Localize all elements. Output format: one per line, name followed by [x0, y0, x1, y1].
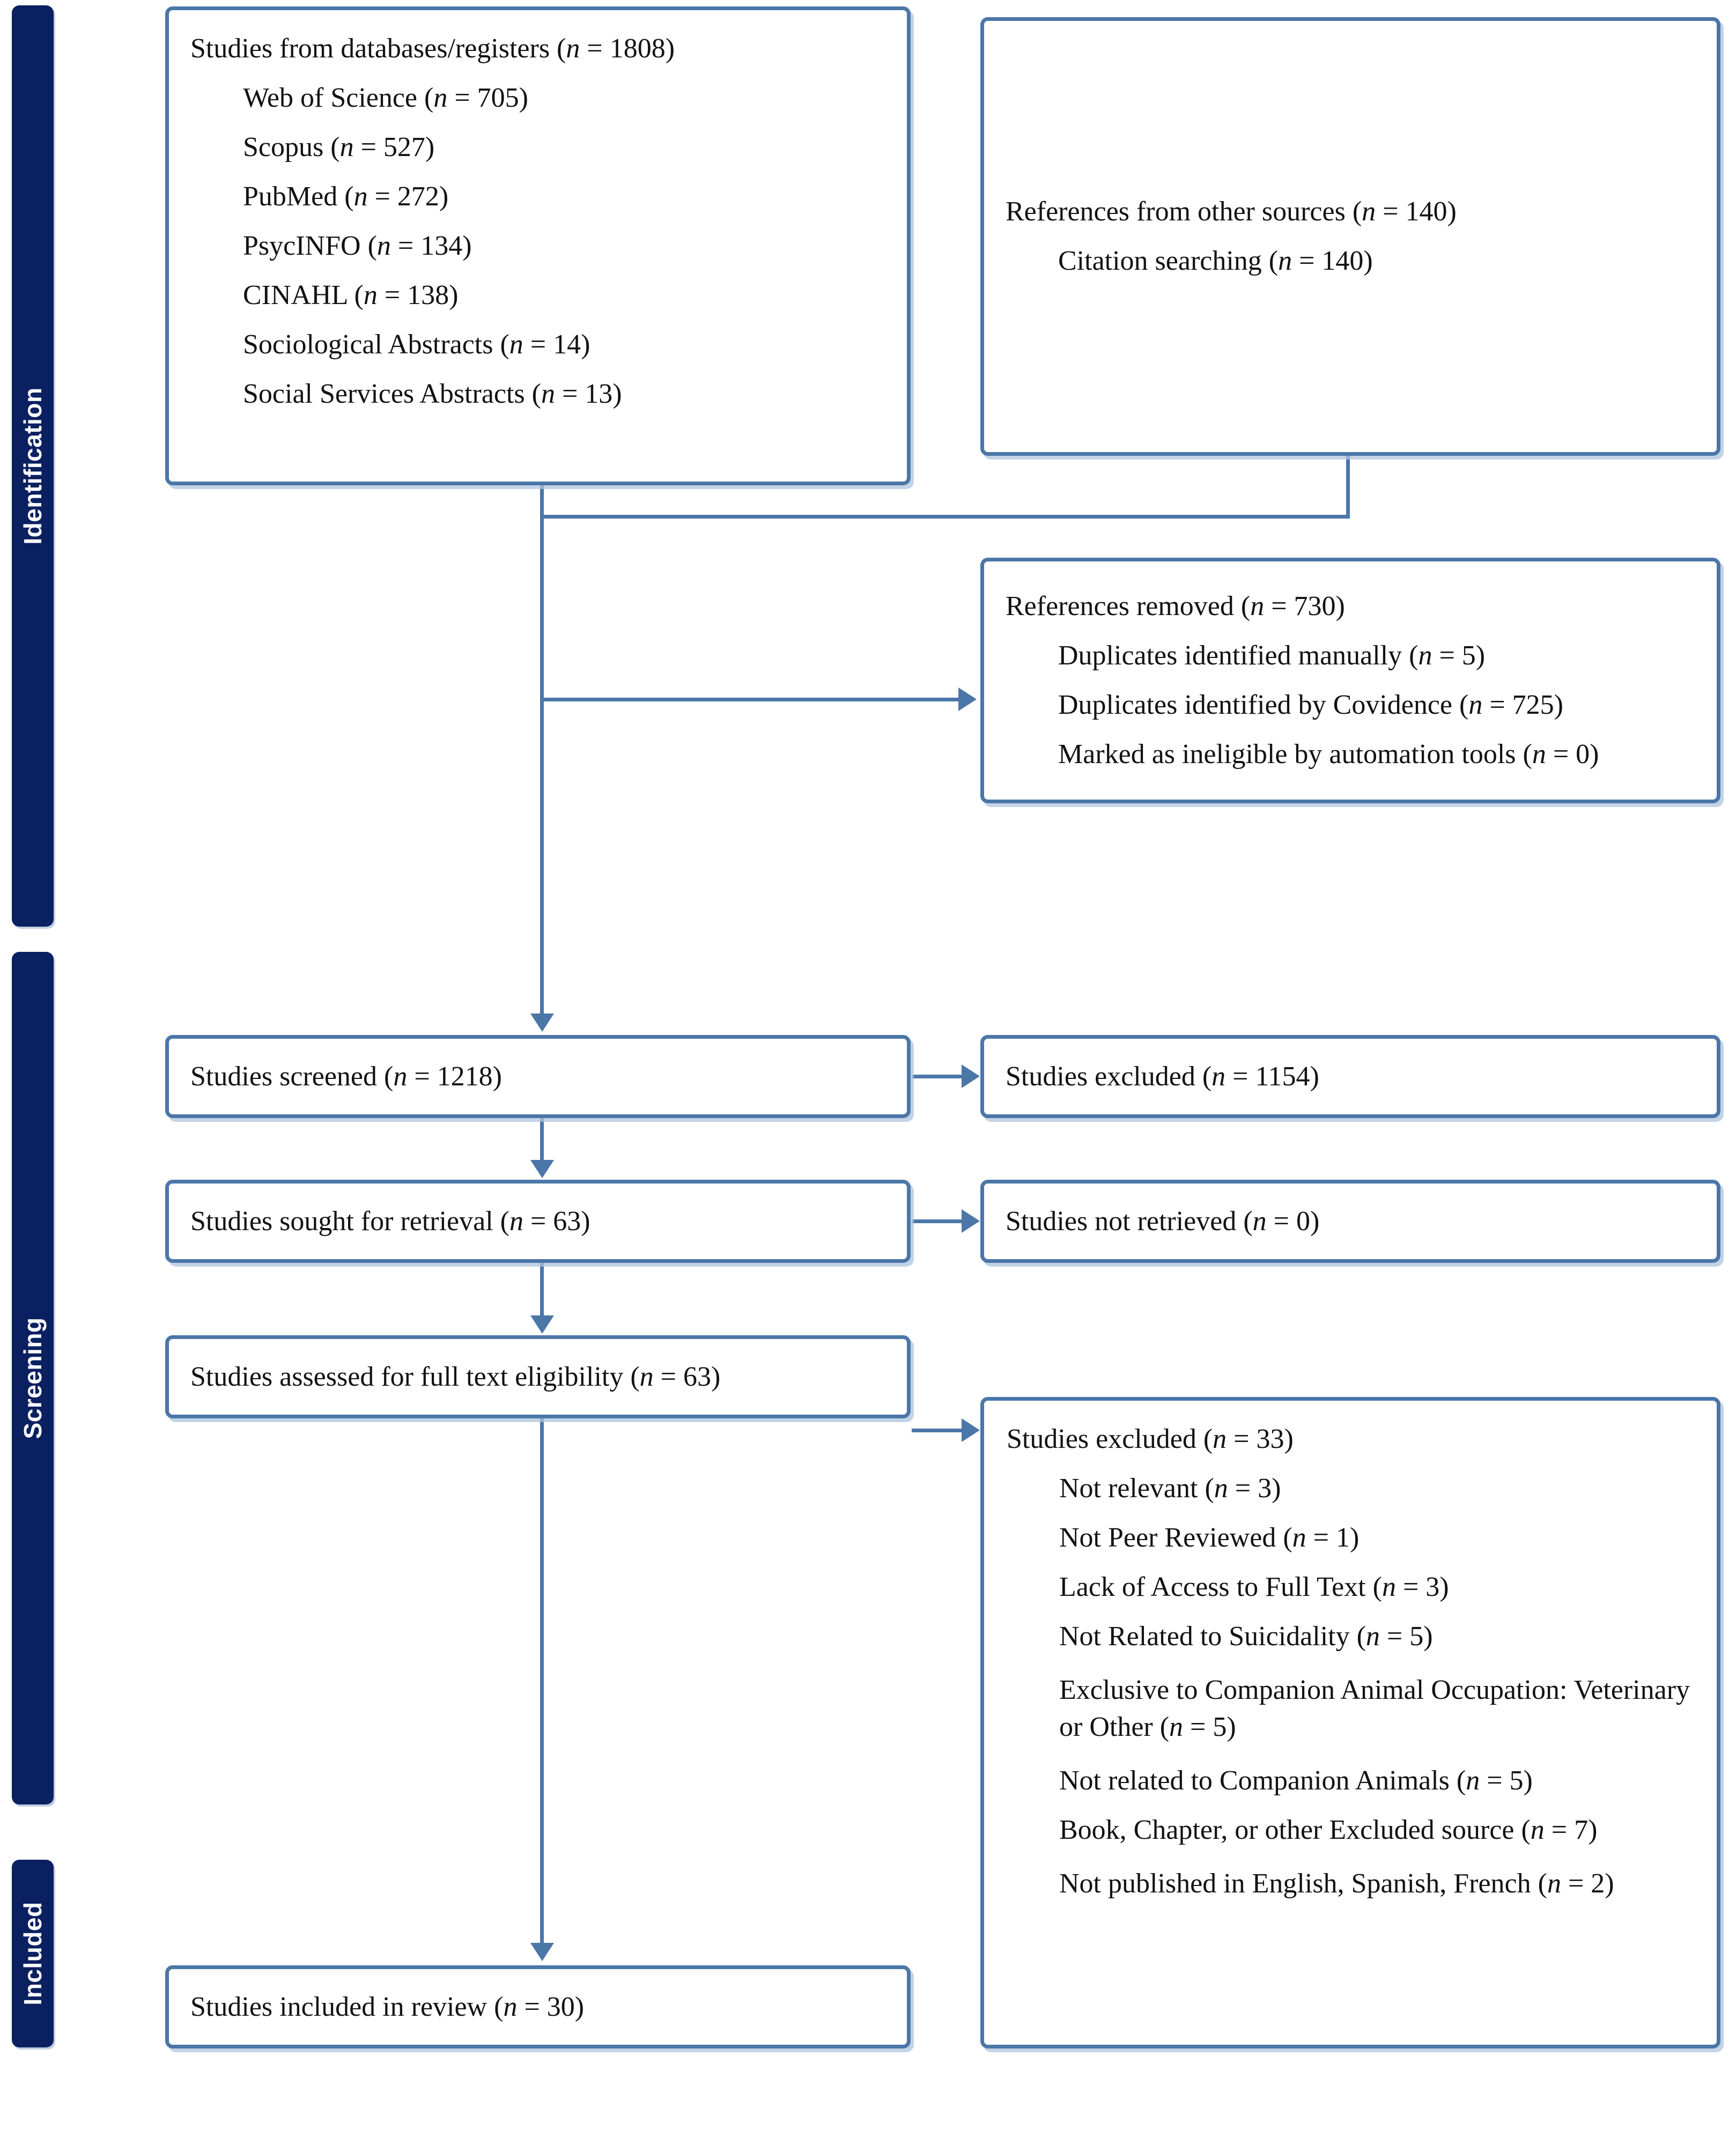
- box-fulltext-excluded-item-2: Lack of Access to Full Text (n = 3): [1059, 1572, 1449, 1602]
- box-references-removed-item-0: Duplicates identified manually (n = 5): [1058, 640, 1486, 671]
- box-studies-excluded-full-text: Studies excluded (n = 33) Not relevant (…: [980, 1397, 1720, 2048]
- box-databases-title: Studies from databases/registers (n = 18…: [190, 33, 675, 64]
- box-studies-screened: Studies screened (n = 1218): [165, 1035, 911, 1118]
- phase-label-included: Included: [19, 1902, 47, 2006]
- phase-bar-included: Included: [12, 1860, 54, 2047]
- box-studies-screened-title: Studies screened (n = 1218): [190, 1061, 502, 1092]
- box-fulltext-excluded-item-1: Not Peer Reviewed (n = 1): [1059, 1522, 1360, 1553]
- arrow-into-assessed: [530, 1315, 554, 1334]
- box-databases-item-2: PubMed (n = 272): [243, 181, 449, 212]
- connector-screened-to-excluded: [912, 1075, 963, 1078]
- box-databases-item-5: Sociological Abstracts (n = 14): [243, 329, 590, 360]
- box-references-removed-item-1: Duplicates identified by Covidence (n = …: [1058, 690, 1563, 720]
- box-studies-sought-title: Studies sought for retrieval (n = 63): [190, 1205, 590, 1237]
- connector-databases-to-junction: [540, 485, 544, 519]
- box-databases-item-0: Web of Science (n = 705): [243, 83, 528, 113]
- arrow-into-sought: [530, 1160, 554, 1178]
- box-other-sources-title: References from other sources (n = 140): [1006, 196, 1457, 227]
- box-studies-assessed-title: Studies assessed for full text eligibili…: [190, 1361, 721, 1392]
- phase-bar-screening: Screening: [12, 952, 54, 1804]
- arrow-into-not-retrieved: [962, 1209, 980, 1233]
- box-fulltext-excluded-item-0: Not relevant (n = 3): [1059, 1473, 1281, 1504]
- box-fulltext-excluded-item-7: Not published in English, Spanish, Frenc…: [1059, 1868, 1614, 1899]
- box-studies-not-retrieved: Studies not retrieved (n = 0): [980, 1180, 1720, 1263]
- box-studies-assessed-full-text: Studies assessed for full text eligibili…: [165, 1335, 911, 1418]
- box-fulltext-excluded-title: Studies excluded (n = 33): [1007, 1424, 1294, 1454]
- box-studies-excluded-screening: Studies excluded (n = 1154): [980, 1035, 1720, 1118]
- arrow-into-included: [530, 1943, 554, 1961]
- phase-label-identification: Identification: [19, 387, 47, 545]
- connector-sought-to-assessed: [540, 1263, 544, 1315]
- box-fulltext-excluded-item-3: Not Related to Suicidality (n = 5): [1059, 1621, 1433, 1652]
- box-references-removed-title: References removed (n = 730): [1006, 591, 1345, 622]
- connector-assessed-to-fulltext-excluded: [912, 1429, 963, 1432]
- box-studies-included-in-review: Studies included in review (n = 30): [165, 1965, 911, 2048]
- phase-bar-identification: Identification: [12, 5, 54, 927]
- connector-other-sources-to-junction: [1346, 453, 1350, 519]
- box-studies-sought-for-retrieval: Studies sought for retrieval (n = 63): [165, 1180, 911, 1263]
- box-databases-item-4: CINAHL (n = 138): [243, 280, 459, 310]
- connector-main-trunk-upper: [540, 515, 544, 1014]
- box-studies-not-retrieved-title: Studies not retrieved (n = 0): [1006, 1205, 1320, 1237]
- box-other-sources-item-0: Citation searching (n = 140): [1058, 246, 1373, 276]
- box-references-removed-item-2: Marked as ineligible by automation tools…: [1058, 739, 1599, 770]
- phase-label-screening: Screening: [19, 1317, 47, 1439]
- arrow-into-fulltext-excluded: [962, 1418, 980, 1442]
- box-studies-included-title: Studies included in review (n = 30): [190, 1991, 585, 2022]
- box-fulltext-excluded-item-6: Book, Chapter, or other Excluded source …: [1059, 1815, 1598, 1846]
- box-databases-registers: Studies from databases/registers (n = 18…: [165, 6, 911, 485]
- box-other-sources: References from other sources (n = 140) …: [980, 17, 1720, 456]
- connector-screened-to-sought: [540, 1118, 544, 1160]
- arrow-into-references-removed: [958, 687, 977, 711]
- box-fulltext-excluded-item-5: Not related to Companion Animals (n = 5): [1059, 1765, 1533, 1796]
- box-databases-item-1: Scopus (n = 527): [243, 132, 435, 162]
- box-fulltext-excluded-item-4: Exclusive to Companion Animal Occupation…: [1059, 1675, 1690, 1742]
- box-databases-item-6: Social Services Abstracts (n = 13): [243, 379, 622, 409]
- arrow-into-screened-excluded: [962, 1064, 980, 1088]
- box-references-removed: References removed (n = 730) Duplicates …: [980, 558, 1720, 803]
- box-studies-excluded-screening-title: Studies excluded (n = 1154): [1006, 1061, 1319, 1092]
- connector-assessed-to-included: [540, 1418, 544, 1943]
- connector-sought-to-not-retrieved: [912, 1219, 963, 1223]
- connector-to-references-removed: [540, 698, 958, 701]
- arrow-into-screened: [530, 1014, 554, 1032]
- connector-junction-bar: [540, 515, 1350, 519]
- box-databases-item-3: PsycINFO (n = 134): [243, 231, 472, 261]
